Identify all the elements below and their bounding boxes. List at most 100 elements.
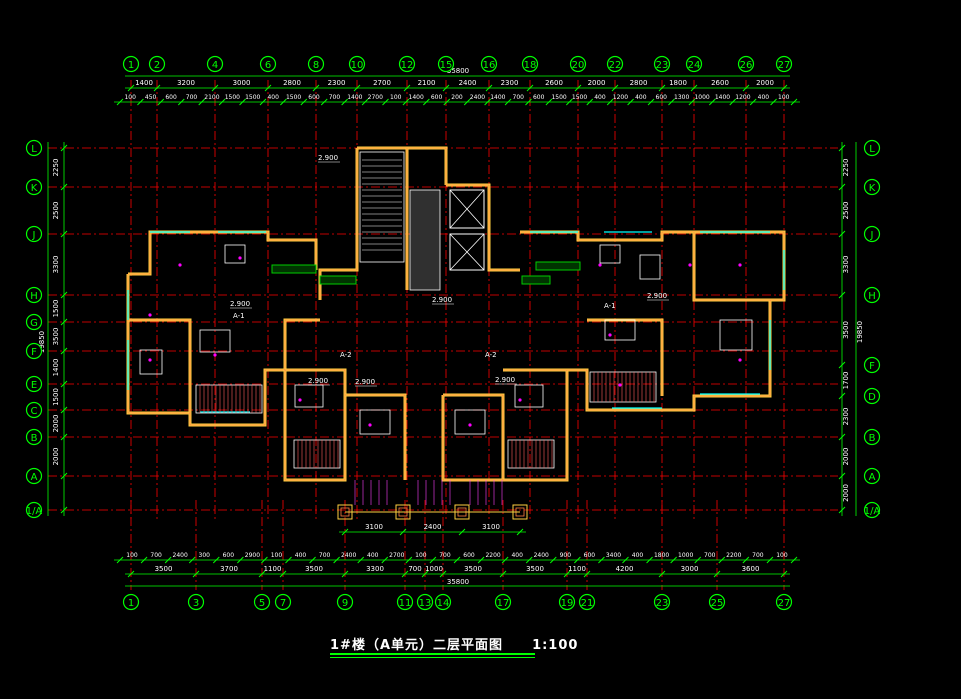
axis-bubble-label: 27 <box>778 60 791 71</box>
room-label-mark <box>178 263 182 267</box>
dimension-text: 2400 <box>470 94 485 101</box>
dimension-tick <box>382 98 389 106</box>
dimension-tick <box>688 98 696 106</box>
axis-bubble-label: 8 <box>313 60 319 71</box>
dimension-tick <box>423 98 430 106</box>
dimension-tick <box>403 84 411 92</box>
dimension-tick <box>742 84 750 92</box>
axis-bubble-label: 9 <box>342 598 348 609</box>
dimension-text: 100 <box>778 94 790 101</box>
dimension-text: 1300 <box>674 94 689 101</box>
axis-bubble-label: F <box>31 347 37 358</box>
balcony <box>293 439 341 469</box>
dimension-tick <box>402 98 410 106</box>
dimension-text: 400 <box>632 552 644 559</box>
dimension-text: 3500 <box>526 565 544 573</box>
dimension-tick <box>780 84 788 92</box>
dimension-text: 2600 <box>545 79 563 87</box>
dimension-text: 1200 <box>613 94 628 101</box>
axis-bubble-label: K <box>31 183 38 194</box>
elevation-tag: 2.900 <box>230 300 250 308</box>
wall-right-bath-inner <box>693 232 770 301</box>
dimension-text: 2500 <box>52 202 60 220</box>
axis-bubble-label: J <box>870 230 874 241</box>
wall-center-right-unit-inner <box>503 369 568 481</box>
dimension-text: 3100 <box>365 523 383 531</box>
dimension-text: 2400 <box>173 552 188 559</box>
dimension-text: 3000 <box>233 79 251 87</box>
dimension-text: 700 <box>704 552 716 559</box>
drawing-scale: 1:100 <box>532 638 579 653</box>
dimension-text: 2400 <box>534 552 549 559</box>
axis-bubble <box>737 55 755 73</box>
dimension-text: 600 <box>584 552 596 559</box>
axis-bubble <box>863 501 881 519</box>
dimension-tick <box>525 98 532 106</box>
axis-bubble <box>558 593 576 611</box>
dimension-tick <box>177 98 185 106</box>
dimension-text: 2500 <box>842 202 850 220</box>
axis-bubble-label: 18 <box>524 60 537 71</box>
elevation-tag: 2.900 <box>318 154 338 162</box>
axis-bubble-label: 17 <box>497 598 510 609</box>
axis-bubble <box>521 55 539 73</box>
planter <box>271 264 317 274</box>
dimension-text: 3500 <box>155 565 173 573</box>
room-label-mark <box>213 353 217 357</box>
dimension-text: 1400 <box>52 359 60 377</box>
dimension-text: 3200 <box>177 79 195 87</box>
dimension-tick <box>429 556 437 564</box>
dimension-tick <box>574 556 581 564</box>
axis-bubble-label: E <box>31 380 37 391</box>
dimension-tick <box>838 506 846 514</box>
dimension-tick <box>485 84 493 92</box>
dimension-tick <box>668 98 675 106</box>
axis-bubble <box>863 286 881 304</box>
dimension-tick <box>309 556 316 564</box>
dimension-tick <box>405 556 413 564</box>
dimension-tick <box>60 506 68 514</box>
dimension-tick <box>647 98 655 106</box>
dimension-tick <box>353 84 361 92</box>
dimension-tick <box>504 98 512 106</box>
dimension-text: 200 <box>451 94 463 101</box>
dimension-tick <box>218 98 226 106</box>
dimension-tick <box>583 570 591 578</box>
elevator-shaft-2 <box>449 233 485 271</box>
axis-bubble <box>863 467 881 485</box>
axis-bubble-label: 1/A <box>26 506 43 517</box>
axis-bubble <box>653 55 671 73</box>
dimension-tick <box>766 556 774 564</box>
dimension-text: 700 <box>439 552 451 559</box>
dimension-tick <box>60 144 68 152</box>
dimension-tick <box>658 84 666 92</box>
drawing-title-block: 1#楼（A单元）二层平面图 1:100 <box>330 634 578 653</box>
axis-bubble <box>25 375 43 393</box>
dimension-tick <box>606 98 614 106</box>
dimension-tick <box>838 472 846 480</box>
dimension-tick <box>60 472 68 480</box>
dimension-tick <box>477 556 485 564</box>
axis-bubble-label: B <box>31 433 38 444</box>
axis-bubble-label: 27 <box>778 598 791 609</box>
axis-bubble-label: 24 <box>688 60 701 71</box>
axis-bubble-label: 21 <box>581 598 594 609</box>
stair-core-hatch <box>409 189 441 291</box>
axis-bubble <box>25 501 43 519</box>
room-label-mark <box>148 313 152 317</box>
dimension-text: 2300 <box>501 79 519 87</box>
axis-bubble <box>122 55 140 73</box>
dimension-text: 600 <box>463 552 475 559</box>
dimension-text: 700 <box>513 94 525 101</box>
dimension-tick <box>838 230 846 238</box>
axis-bubble <box>259 55 277 73</box>
axis-bubble-label: K <box>869 183 876 194</box>
furniture <box>719 319 753 351</box>
elevator-cross-2 <box>449 233 485 271</box>
dimension-overall-left: 19850 <box>38 331 46 353</box>
dimension-text: 700 <box>150 552 162 559</box>
dimension-tick <box>60 230 68 238</box>
dimension-text: 450 <box>145 94 157 101</box>
dimension-tick <box>484 98 491 106</box>
